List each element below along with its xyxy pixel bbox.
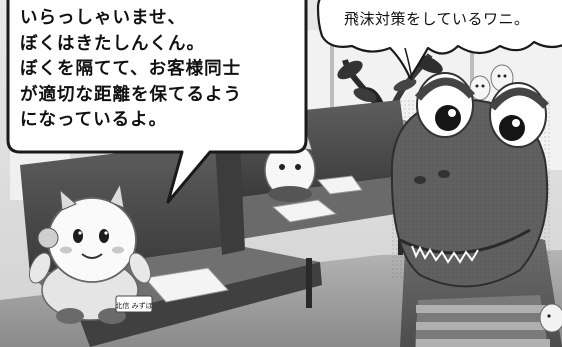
speech-bubble-right: [316, 0, 562, 81]
side-mascot-peek: [539, 303, 562, 333]
speech-left-text: いらっしゃいませ、 ぼくはきたしんくん。 ぼくを隔てて、お客様同士 が適切な距離…: [20, 6, 292, 134]
speech-left-line-3: ぼくを隔てて、お客様同士: [20, 59, 242, 79]
speech-bubble-left: [6, 0, 308, 204]
crocodile-mascot: [390, 72, 562, 347]
speech-left-line-4: が適切な距離を保てるよう: [20, 84, 242, 105]
mascot-name-badge: 北信 みずほ: [115, 295, 153, 313]
speech-right-text: 飛沫対策をしているワニ。: [344, 10, 530, 28]
speech-left-line-2: ぼくはきたしんくん。: [20, 33, 205, 54]
speech-left-line-5: になっているよ。: [20, 110, 168, 130]
speech-left-line-1: いらっしゃいませ、: [20, 8, 186, 28]
badge-label: 北信 みずほ: [115, 301, 152, 310]
mascot-kitashin-far: [264, 128, 316, 202]
